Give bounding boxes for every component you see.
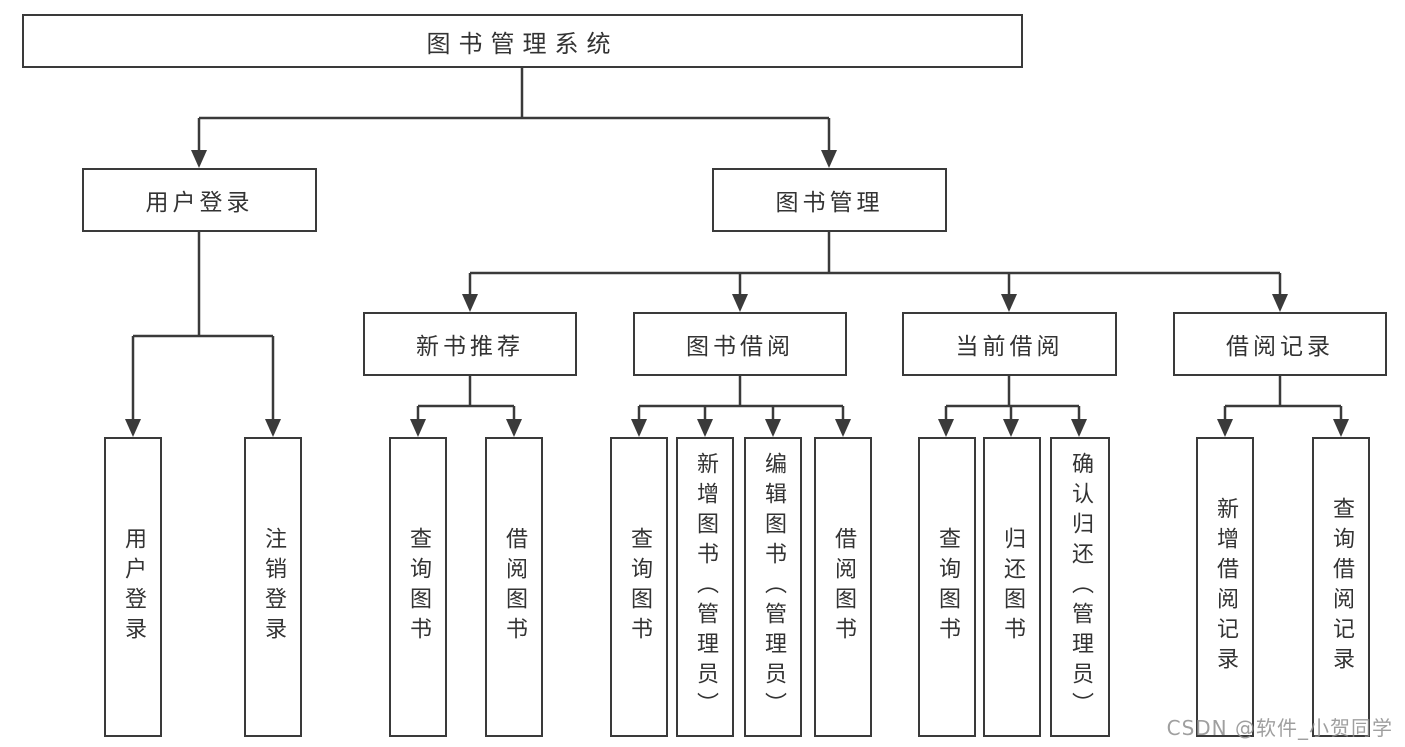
csdn-watermark: CSDN @软件_小贺同学 <box>1166 716 1393 740</box>
leaf-user-login: 用户登录 <box>104 437 162 737</box>
leaf-current-return-books: 归还图书 <box>983 437 1041 737</box>
leaf-newrec-query-books-label: 查询图书 <box>406 527 431 647</box>
leaf-borrowing-query-books-label: 查询图书 <box>627 527 652 647</box>
leaf-borrowing-borrow-books-label: 借阅图书 <box>831 527 856 647</box>
leaf-records-query-borrow-record-label: 查询借阅记录 <box>1329 497 1354 677</box>
leaf-current-query-books-label: 查询图书 <box>935 527 960 647</box>
leaf-borrowing-add-books-admin-label: 新增图书（管理员） <box>693 452 718 722</box>
leaf-records-query-borrow-record: 查询借阅记录 <box>1312 437 1370 737</box>
leaf-records-add-borrow-record-label: 新增借阅记录 <box>1213 497 1238 677</box>
leaf-logout: 注销登录 <box>244 437 302 737</box>
leaf-borrowing-edit-books-admin-label: 编辑图书（管理员） <box>761 452 786 722</box>
node-book-borrowing: 图书借阅 <box>633 312 847 376</box>
leaf-logout-label: 注销登录 <box>261 527 286 647</box>
node-book-management-label: 图书管理 <box>775 190 884 216</box>
node-borrowing-records: 借阅记录 <box>1173 312 1387 376</box>
node-root-system: 图书管理系统 <box>22 14 1023 68</box>
node-current-borrowing: 当前借阅 <box>902 312 1117 376</box>
node-book-management: 图书管理 <box>712 168 947 232</box>
arrowheads <box>125 150 1349 437</box>
leaf-borrowing-edit-books-admin: 编辑图书（管理员） <box>744 437 802 737</box>
leaf-borrowing-borrow-books: 借阅图书 <box>814 437 872 737</box>
node-user-login-label: 用户登录 <box>145 190 254 216</box>
node-root-label: 图书管理系统 <box>426 29 619 58</box>
leaf-current-query-books: 查询图书 <box>918 437 976 737</box>
leaf-newrec-borrow-books: 借阅图书 <box>485 437 543 737</box>
node-user-login: 用户登录 <box>82 168 317 232</box>
leaf-borrowing-add-books-admin: 新增图书（管理员） <box>676 437 734 737</box>
node-borrowing-records-label: 借阅记录 <box>1226 334 1334 360</box>
leaf-current-confirm-return-admin: 确认归还（管理员） <box>1050 437 1110 737</box>
node-book-borrowing-label: 图书借阅 <box>686 334 794 360</box>
node-current-borrowing-label: 当前借阅 <box>955 334 1064 360</box>
leaf-records-add-borrow-record: 新增借阅记录 <box>1196 437 1254 737</box>
node-new-book-recommendation-label: 新书推荐 <box>416 334 524 360</box>
leaf-borrowing-query-books: 查询图书 <box>610 437 668 737</box>
leaf-newrec-query-books: 查询图书 <box>389 437 447 737</box>
leaf-current-return-books-label: 归还图书 <box>1000 527 1025 647</box>
leaf-user-login-label: 用户登录 <box>121 527 146 647</box>
node-new-book-recommendation: 新书推荐 <box>363 312 577 376</box>
leaf-newrec-borrow-books-label: 借阅图书 <box>502 527 527 647</box>
leaf-current-confirm-return-admin-label: 确认归还（管理员） <box>1068 452 1093 722</box>
